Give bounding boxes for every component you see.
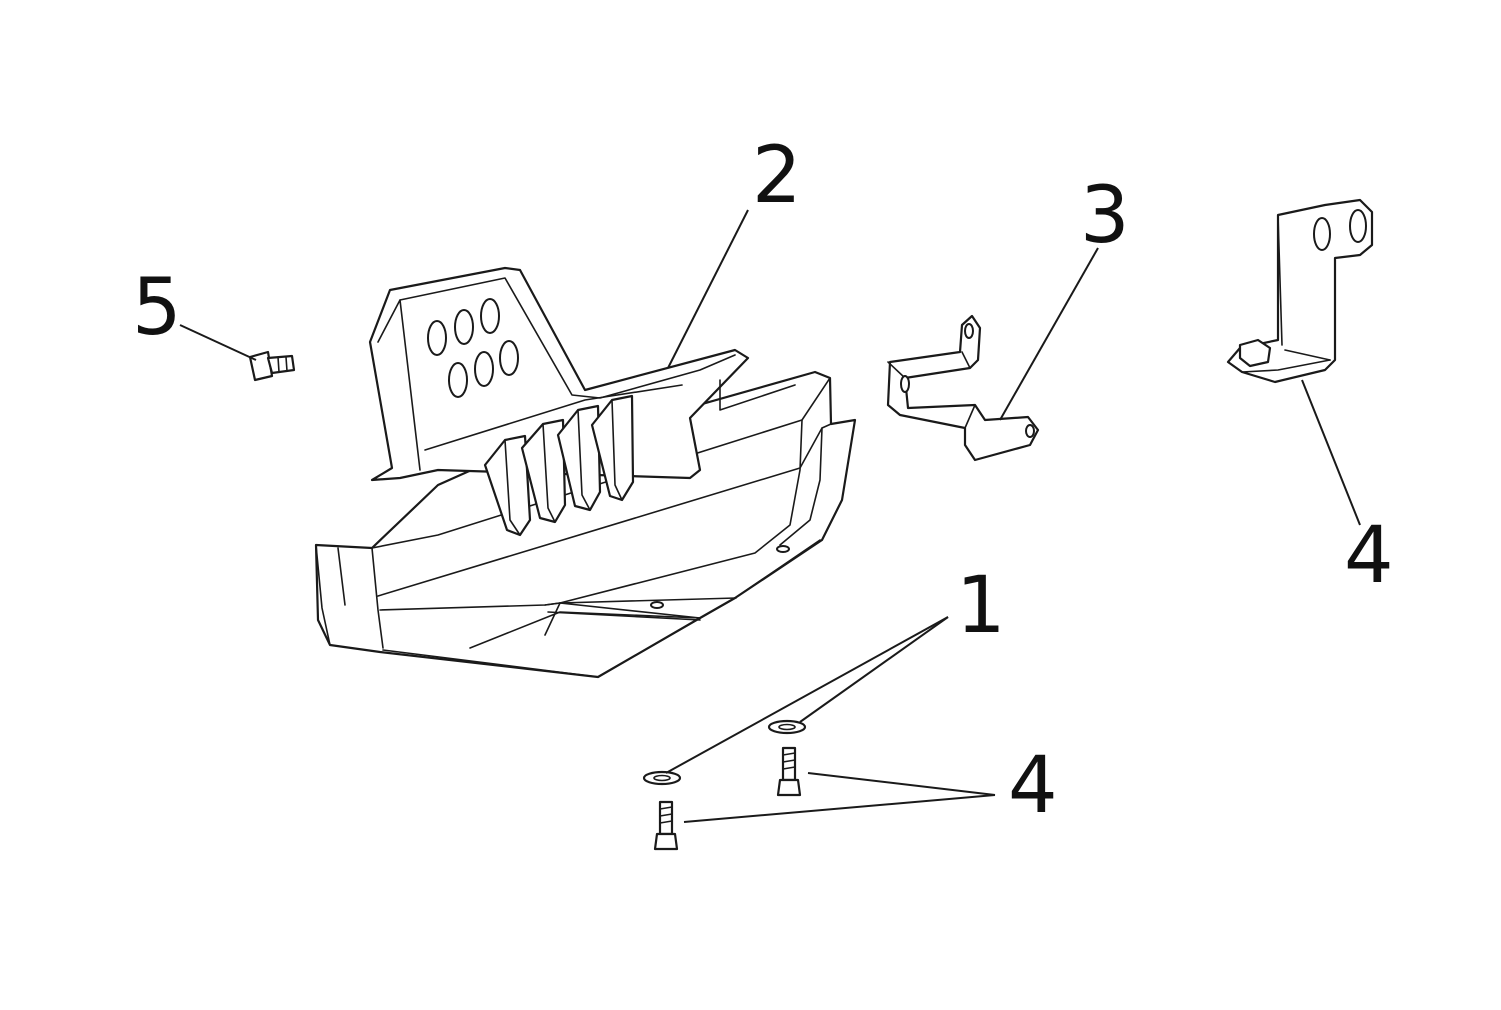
washer [767, 719, 807, 735]
front-bracket [886, 314, 1040, 462]
mount-hole [650, 601, 664, 609]
cooling-fins [483, 394, 635, 537]
bracket-hole [1025, 424, 1035, 438]
washers [642, 719, 807, 786]
washer [642, 770, 682, 786]
vent-hole [499, 340, 519, 376]
vent-hole [474, 351, 494, 387]
callout-4-lower: 4 [1008, 741, 1058, 831]
callout-3: 3 [1080, 171, 1130, 261]
bolt-head [653, 832, 679, 851]
bolt-head [776, 778, 802, 797]
callout-2: 2 [752, 131, 802, 221]
leader-lines [179, 209, 1361, 823]
callout-1: 1 [956, 561, 1006, 651]
bolt-part-5 [248, 350, 296, 382]
callout-5: 5 [132, 263, 182, 353]
vent-hole [454, 309, 474, 345]
bracket-hole [1313, 217, 1331, 251]
mount-hole [776, 545, 790, 553]
rear-bracket [1226, 198, 1374, 384]
callout-4-upper: 4 [1344, 511, 1394, 601]
vent-hole [480, 298, 500, 334]
vent-hole [448, 362, 468, 398]
bracket-nut [1238, 338, 1272, 368]
vent-hole [427, 320, 447, 356]
bolts-part-4 [653, 746, 802, 851]
bracket-hole [900, 375, 910, 393]
bracket-hole [1349, 209, 1367, 243]
bracket-hole [964, 323, 974, 339]
skid-plate [314, 266, 857, 679]
skid-plate-tray [314, 370, 857, 679]
callout-labels: 5 2 3 4 1 4 [132, 131, 1394, 831]
